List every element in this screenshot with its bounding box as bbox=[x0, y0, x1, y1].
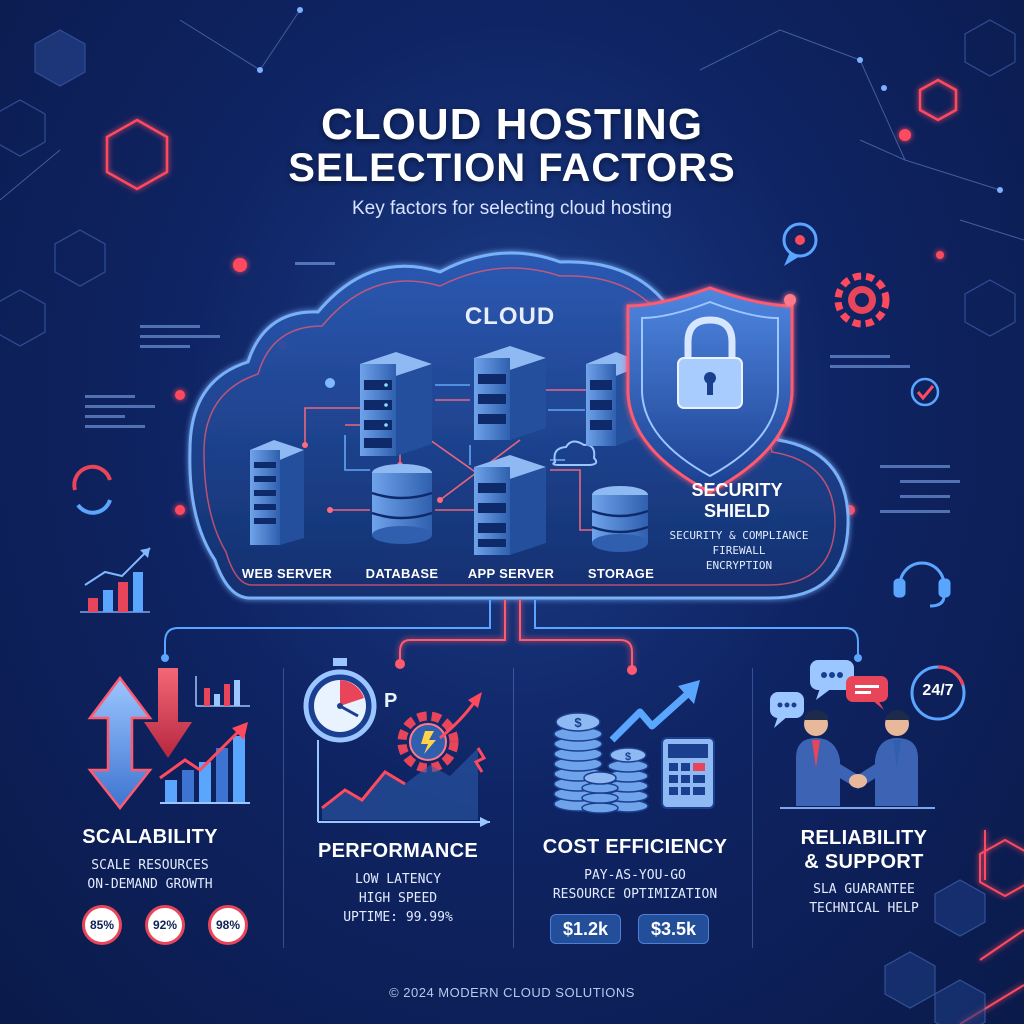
performance-line: LOW LATENCY bbox=[354, 872, 442, 887]
server-label-storage: STORAGE bbox=[587, 566, 655, 581]
server-stack-icon bbox=[474, 346, 546, 440]
coin-stack-icon: $ $ bbox=[553, 712, 649, 814]
refresh-icon bbox=[72, 464, 112, 515]
cost-trend-arrow-icon bbox=[609, 680, 700, 743]
support-hours-badge: 24/7 bbox=[922, 682, 954, 699]
server-rack-icon bbox=[250, 440, 304, 545]
server-label-app: APP SERVER bbox=[467, 566, 555, 581]
reliability-line: SLA GUARANTEE bbox=[813, 882, 915, 897]
scalability-line: SCALE RESOURCES bbox=[91, 858, 209, 873]
cost-line: RESOURCE OPTIMIZATION bbox=[552, 887, 718, 902]
reliability-description: SLA GUARANTEE TECHNICAL HELP bbox=[760, 880, 968, 918]
chat-icon bbox=[782, 222, 818, 266]
handshake-icon bbox=[780, 710, 935, 809]
scale-arrows-icon bbox=[87, 668, 192, 811]
server-label-web: WEB SERVER bbox=[241, 566, 333, 581]
security-line: ENCRYPTION bbox=[705, 559, 773, 572]
gear-icon bbox=[834, 272, 890, 328]
page-title-line1: CLOUD HOSTING bbox=[320, 100, 704, 149]
chat-bubbles-icon bbox=[770, 660, 888, 728]
performance-line: HIGH SPEED bbox=[358, 891, 438, 906]
page-title-line2: SELECTION FACTORS bbox=[288, 146, 736, 190]
security-line: SECURITY & COMPLIANCE bbox=[669, 529, 809, 542]
app-server-icon bbox=[474, 455, 546, 555]
cost-efficiency-title: COST EFFICIENCY bbox=[542, 836, 728, 858]
mini-chart-icon bbox=[80, 547, 151, 613]
price-tag-2: $3.5k bbox=[638, 914, 710, 944]
reliability-title-line2: & SUPPORT bbox=[804, 851, 924, 873]
support-clock-icon bbox=[910, 665, 966, 721]
cloud-label: CLOUD bbox=[464, 303, 556, 330]
gear-icon bbox=[397, 711, 459, 773]
checkmark-icon bbox=[910, 377, 940, 407]
calculator-icon bbox=[661, 737, 715, 809]
svg-text:$: $ bbox=[625, 751, 631, 763]
column-divider bbox=[283, 668, 284, 948]
price-tag-1: $1.2k bbox=[550, 914, 622, 944]
scalability-description: SCALE RESOURCES ON-DEMAND GROWTH bbox=[40, 856, 260, 894]
mini-cloud-icon bbox=[552, 440, 598, 466]
security-title-line1: SECURITY bbox=[691, 480, 783, 500]
reliability-title: RELIABILITY & SUPPORT bbox=[760, 826, 968, 874]
scalability-title: SCALABILITY bbox=[82, 826, 218, 848]
growth-bar-chart-icon bbox=[159, 722, 250, 804]
performance-description: LOW LATENCY HIGH SPEED UPTIME: 99.99% bbox=[290, 870, 506, 927]
security-shield-title: SECURITY SHIELD bbox=[652, 480, 822, 522]
performance-line-chart-icon bbox=[317, 692, 490, 827]
security-details: SECURITY & COMPLIANCE FIREWALL ENCRYPTIO… bbox=[640, 528, 838, 573]
database-icon bbox=[371, 464, 433, 544]
server-stack-icon bbox=[360, 352, 432, 456]
security-title-line2: SHIELD bbox=[703, 501, 770, 521]
security-line: FIREWALL bbox=[712, 544, 766, 557]
column-divider bbox=[513, 668, 514, 948]
scalability-badge-2: 92% bbox=[145, 905, 185, 945]
scalability-line: ON-DEMAND GROWTH bbox=[87, 877, 213, 892]
storage-icon bbox=[591, 486, 649, 552]
performance-gauge-letter: P bbox=[384, 690, 398, 712]
mini-chart-icon bbox=[195, 676, 250, 707]
svg-text:$: $ bbox=[574, 715, 582, 730]
page-subtitle: Key factors for selecting cloud hosting bbox=[351, 198, 672, 219]
column-divider bbox=[752, 668, 753, 948]
reliability-line: TECHNICAL HELP bbox=[809, 901, 919, 916]
performance-line: UPTIME: 99.99% bbox=[343, 910, 453, 925]
stopwatch-icon bbox=[303, 658, 377, 743]
server-label-database: DATABASE bbox=[365, 566, 439, 581]
performance-title: PERFORMANCE bbox=[318, 840, 478, 862]
scalability-badge-1: 85% bbox=[82, 905, 122, 945]
scalability-badge-3: 98% bbox=[208, 905, 248, 945]
cost-efficiency-description: PAY-AS-YOU-GO RESOURCE OPTIMIZATION bbox=[520, 866, 750, 904]
footer-copyright: © 2024 MODERN CLOUD SOLUTIONS bbox=[389, 985, 635, 1000]
reliability-title-line1: RELIABILITY bbox=[800, 827, 928, 849]
headset-icon bbox=[893, 561, 951, 608]
lock-icon bbox=[677, 316, 743, 409]
cost-line: PAY-AS-YOU-GO bbox=[584, 868, 686, 883]
